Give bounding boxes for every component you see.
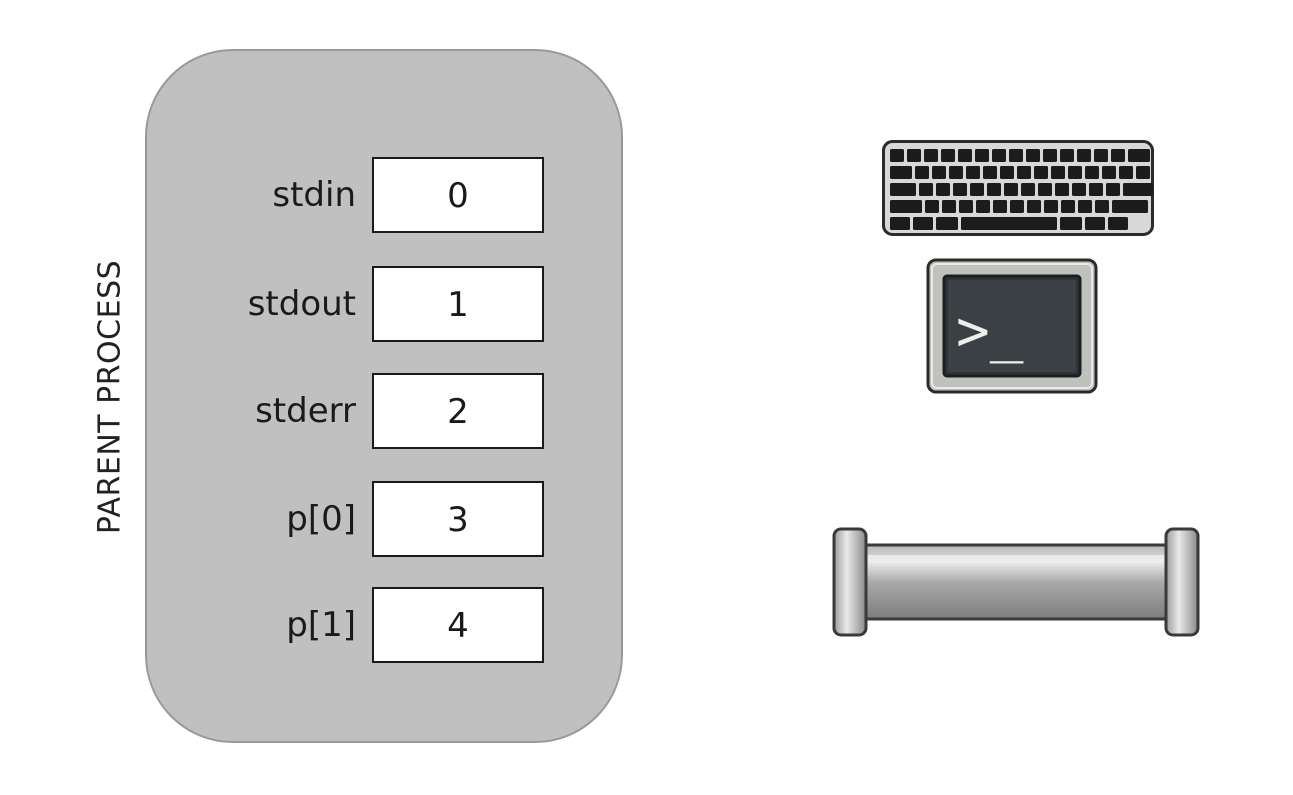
- keyboard-key: [1123, 183, 1153, 196]
- terminal-prompt: >_: [956, 299, 1024, 364]
- fd-name: stdin: [272, 175, 356, 215]
- keyboard-key: [1017, 166, 1031, 179]
- fd-cell: 0: [372, 157, 544, 233]
- keyboard-key: [1051, 166, 1065, 179]
- keyboard-key: [959, 200, 973, 213]
- keyboard-key: [1026, 149, 1040, 162]
- keyboard-key: [1038, 183, 1052, 196]
- keyboard-key: [961, 217, 1057, 230]
- keyboard-key: [936, 217, 958, 230]
- fd-row-stdout: stdout 1: [150, 266, 550, 342]
- keyboard-key: [1136, 166, 1150, 179]
- fd-cell: 3: [372, 481, 544, 557]
- fd-name: stderr: [255, 391, 356, 431]
- keyboard-key: [1085, 166, 1099, 179]
- keyboard-key: [890, 183, 916, 196]
- keyboard-key: [1111, 149, 1125, 162]
- keyboard-key: [970, 183, 984, 196]
- pipe-icon: [832, 527, 1200, 637]
- keyboard-key: [1102, 166, 1116, 179]
- keyboard-key: [924, 149, 938, 162]
- keyboard-key: [993, 200, 1007, 213]
- keyboard-key: [942, 200, 956, 213]
- keyboard-key: [913, 217, 933, 230]
- fd-cell: 4: [372, 587, 544, 663]
- keyboard-key: [1010, 200, 1024, 213]
- keyboard-key: [1128, 149, 1150, 162]
- keyboard-key: [1034, 166, 1048, 179]
- keyboard-key: [1077, 149, 1091, 162]
- keyboard-key: [1078, 200, 1092, 213]
- keyboard-key: [890, 166, 912, 179]
- keyboard-key: [1061, 200, 1075, 213]
- keyboard-key: [949, 166, 963, 179]
- keyboard-key: [941, 149, 955, 162]
- fd-row-p1: p[1] 4: [150, 587, 550, 663]
- fd-row-stdin: stdin 0: [150, 157, 550, 233]
- fd-cell: 2: [372, 373, 544, 449]
- keyboard-key: [953, 183, 967, 196]
- keyboard-key: [932, 166, 946, 179]
- keyboard-key: [1108, 217, 1128, 230]
- keyboard-key: [1000, 166, 1014, 179]
- terminal-icon: >_: [926, 258, 1098, 394]
- keyboard-key: [983, 166, 997, 179]
- keyboard-key: [936, 183, 950, 196]
- fd-name: p[1]: [286, 605, 356, 645]
- keyboard-key: [975, 149, 989, 162]
- keyboard-key: [915, 166, 929, 179]
- keyboard-key: [1060, 149, 1074, 162]
- keyboard-key: [890, 217, 910, 230]
- keyboard-key: [890, 200, 922, 213]
- keyboard-key: [1068, 166, 1082, 179]
- keyboard-key: [1044, 200, 1058, 213]
- keyboard-key: [1004, 183, 1018, 196]
- keyboard-key: [1043, 149, 1057, 162]
- keyboard-key: [1055, 183, 1069, 196]
- keyboard-key: [890, 149, 904, 162]
- keyboard-key: [1112, 200, 1148, 213]
- keyboard-key: [987, 183, 1001, 196]
- keyboard-key: [1027, 200, 1041, 213]
- keyboard-icon: [882, 140, 1154, 236]
- keyboard-key: [992, 149, 1006, 162]
- keyboard-key: [1009, 149, 1023, 162]
- fd-name: stdout: [247, 284, 356, 324]
- keyboard-key: [919, 183, 933, 196]
- parent-process-label: PARENT PROCESS: [92, 259, 128, 535]
- keyboard-key: [1089, 183, 1103, 196]
- fd-cell: 1: [372, 266, 544, 342]
- keyboard-key: [1094, 149, 1108, 162]
- fd-row-stderr: stderr 2: [150, 373, 550, 449]
- fd-name: p[0]: [286, 499, 356, 539]
- keyboard-key: [1085, 217, 1105, 230]
- keyboard-key: [1060, 217, 1082, 230]
- keyboard-key: [1106, 183, 1120, 196]
- keyboard-key: [976, 200, 990, 213]
- keyboard-key: [907, 149, 921, 162]
- keyboard-key: [958, 149, 972, 162]
- keyboard-key: [1072, 183, 1086, 196]
- keyboard-key: [1119, 166, 1133, 179]
- fd-row-p0: p[0] 3: [150, 481, 550, 557]
- keyboard-key: [966, 166, 980, 179]
- keyboard-key: [1095, 200, 1109, 213]
- keyboard-key: [1021, 183, 1035, 196]
- keyboard-key: [925, 200, 939, 213]
